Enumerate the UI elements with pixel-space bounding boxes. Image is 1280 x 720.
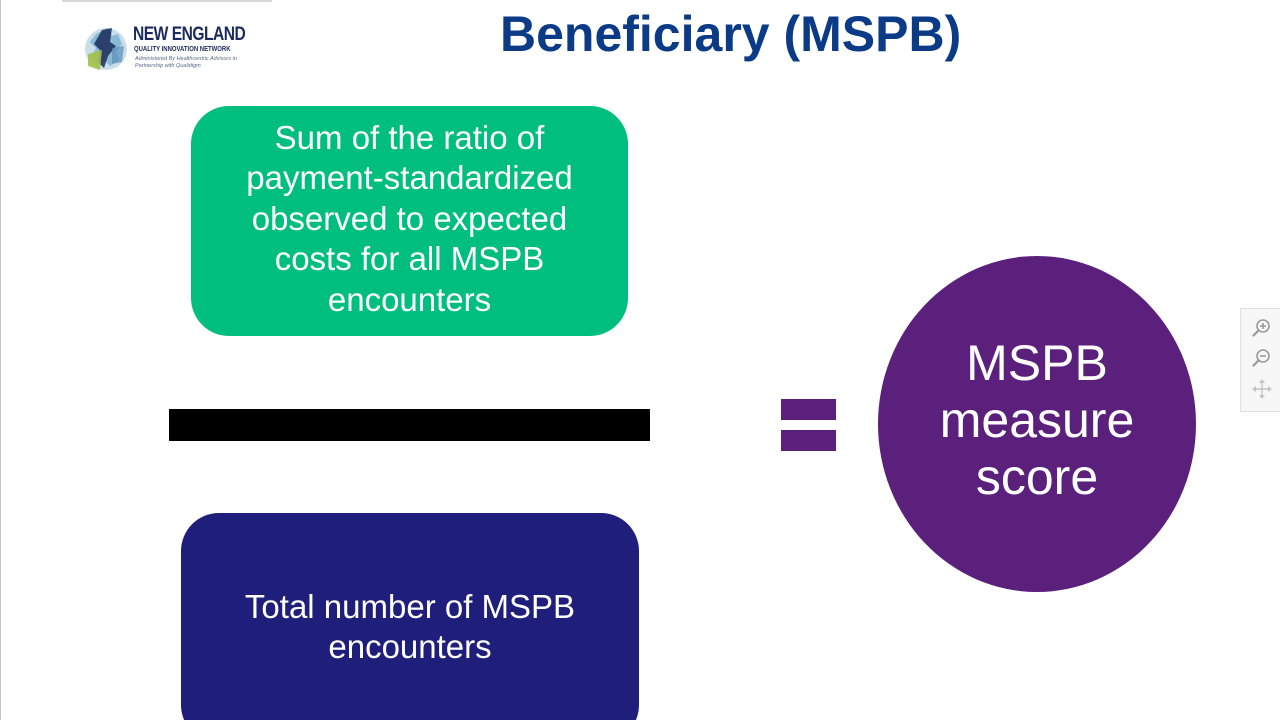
move-icon[interactable] bbox=[1251, 378, 1273, 400]
logo: NEW ENGLAND QUALITY INNOVATION NETWORK A… bbox=[82, 22, 262, 76]
zoom-in-icon[interactable] bbox=[1251, 317, 1273, 339]
logo-subtitle: QUALITY INNOVATION NETWORK bbox=[134, 46, 231, 53]
numerator-text: Sum of the ratio of payment-standardized… bbox=[246, 118, 573, 318]
equals-sign-bottom-bar bbox=[781, 430, 836, 451]
numerator-box: Sum of the ratio of payment-standardized… bbox=[191, 106, 628, 336]
logo-emblem-icon bbox=[85, 28, 127, 70]
fraction-bar bbox=[169, 409, 650, 441]
result-circle: MSPB measure score bbox=[878, 256, 1196, 592]
slide-title: Beneficiary (MSPB) bbox=[500, 6, 962, 62]
result-text: MSPB measure score bbox=[939, 334, 1135, 505]
logo-tagline: Administered By Healthcentric Advisors i… bbox=[135, 56, 237, 69]
denominator-text: Total number of MSPB encounters bbox=[244, 588, 576, 665]
equals-sign-top-bar bbox=[781, 399, 836, 420]
zoom-out-icon[interactable] bbox=[1251, 347, 1273, 369]
top-divider bbox=[62, 0, 272, 2]
zoom-controls bbox=[1240, 308, 1280, 412]
denominator-box: Total number of MSPB encounters bbox=[181, 513, 639, 720]
left-border bbox=[0, 0, 1, 720]
logo-title: NEW ENGLAND bbox=[133, 24, 246, 45]
